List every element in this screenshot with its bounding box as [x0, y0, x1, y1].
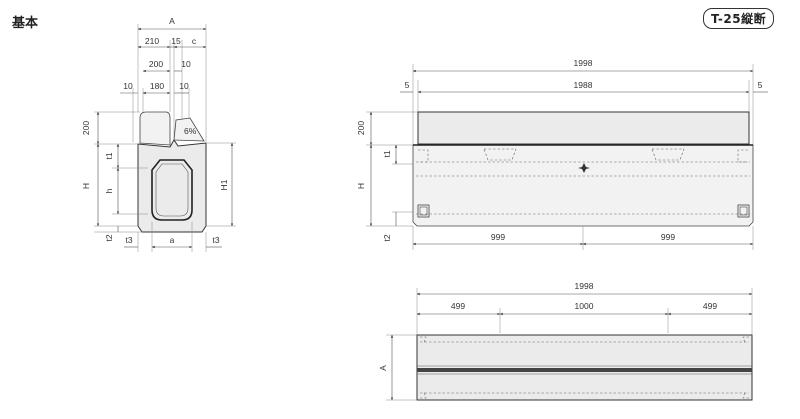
cross-dim-c: c	[192, 36, 197, 46]
cross-dim-200h: 200	[81, 121, 91, 135]
cross-dim-t3-right: t3	[212, 235, 219, 245]
cross-section-view: A 210 15 c 200 10 10 180 10	[81, 16, 236, 252]
plan-dim-seg-left: 499	[451, 301, 465, 311]
cross-dim-H: H	[81, 183, 91, 189]
cross-dim-A: A	[169, 16, 175, 26]
cross-dim-h: h	[104, 188, 114, 193]
side-dim-total: 1998	[574, 58, 593, 68]
cross-dim-a: a	[170, 235, 175, 245]
plan-dim-A: A	[378, 365, 388, 371]
plan-dim-total: 1998	[575, 281, 594, 291]
cross-dim-H1: H1	[219, 179, 229, 190]
cross-dim-t1: t1	[104, 152, 114, 159]
side-dim-200h: 200	[356, 121, 366, 135]
plan-view: 1998 499 1000 499 A	[378, 281, 753, 401]
cross-slope: 6%	[184, 126, 197, 136]
plan-dim-seg-right: 499	[703, 301, 717, 311]
cross-dim-10b: 10	[123, 81, 133, 91]
cross-dim-t2: t2	[104, 234, 114, 241]
page-title: 基本	[12, 16, 39, 31]
side-dim-inner: 1988	[574, 80, 593, 90]
side-dim-offset-left: 5	[405, 80, 410, 90]
cross-dim-200w: 200	[149, 59, 163, 69]
side-dim-t2: t2	[382, 234, 392, 241]
cross-dim-180: 180	[150, 81, 164, 91]
cross-dim-10c: 10	[179, 81, 189, 91]
side-dim-t1: t1	[382, 150, 392, 157]
side-dim-half-right: 999	[661, 232, 675, 242]
model-badge: T-25縦断	[703, 8, 775, 29]
cross-dim-210: 210	[145, 36, 159, 46]
side-dim-H: H	[356, 183, 366, 189]
side-view: 1998 5 1988 5	[356, 58, 768, 250]
cross-dim-15: 15	[171, 36, 181, 46]
side-dim-half-left: 999	[491, 232, 505, 242]
side-dim-offset-right: 5	[758, 80, 763, 90]
cross-dim-10a: 10	[181, 59, 191, 69]
plan-dim-seg-mid: 1000	[575, 301, 594, 311]
cross-dim-t3-left: t3	[125, 235, 132, 245]
